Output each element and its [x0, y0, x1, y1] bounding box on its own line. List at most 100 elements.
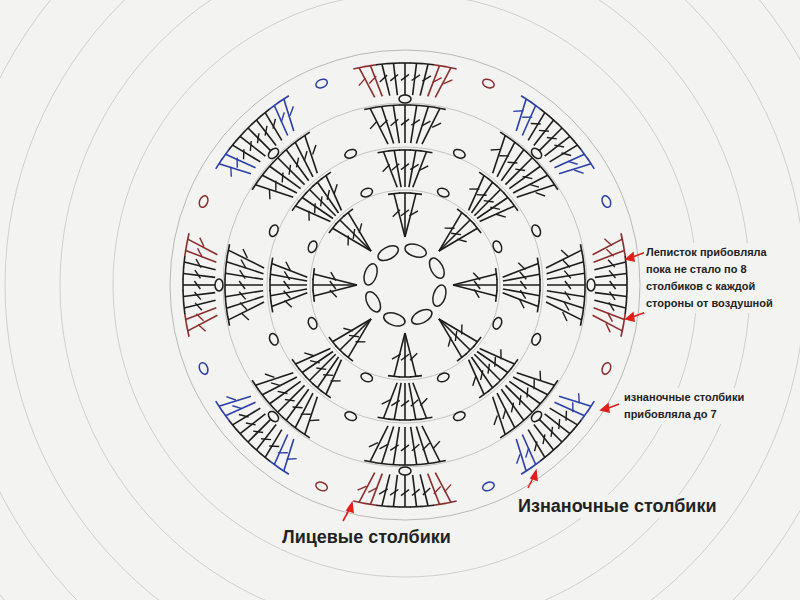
stitch-cross: [368, 488, 377, 493]
stitch-top: [282, 416, 291, 424]
stitch-top: [479, 172, 489, 179]
stitch-cross: [412, 75, 420, 81]
chain-symbol: [403, 242, 428, 260]
stitch-top: [365, 503, 377, 505]
stitch-post: [413, 152, 427, 188]
stitch-top: [336, 346, 344, 354]
stitch-cross: [519, 395, 520, 405]
stitch-top: [496, 185, 504, 193]
stitch-cross: [241, 313, 248, 320]
stitch-post: [188, 239, 218, 255]
arrow-head: [626, 253, 634, 261]
stitch-cross: [334, 184, 337, 194]
chain-symbol: [600, 361, 612, 375]
stitch-top: [376, 106, 388, 108]
stitch-cross: [535, 441, 537, 451]
chain-symbol: [426, 256, 447, 281]
stitch-post: [272, 263, 308, 277]
stitch-top: [399, 376, 411, 378]
stitch-cross: [445, 484, 452, 492]
stitch-top: [544, 171, 551, 181]
stitch-post: [404, 193, 406, 237]
stitch-top: [269, 268, 272, 280]
stitch-top: [566, 429, 574, 438]
stitch-top: [488, 384, 497, 392]
stitch-cross: [494, 416, 497, 425]
stitch-post: [262, 377, 297, 395]
stitch-top: [538, 268, 541, 280]
stitch-cross: [390, 445, 398, 450]
stitch-top: [269, 102, 279, 109]
stitch-top: [269, 290, 272, 302]
stitch-cross: [401, 400, 409, 406]
stitch-post: [255, 185, 293, 198]
stitch-top: [410, 149, 422, 152]
stitch-top: [185, 314, 187, 326]
stitch-cross: [608, 313, 613, 322]
stitch-post: [265, 430, 282, 458]
stitch-top: [536, 399, 544, 408]
chain-symbol: [360, 187, 374, 199]
stitch-top: [353, 67, 365, 69]
stitch-top: [583, 256, 585, 268]
chain-symbol: [399, 467, 411, 475]
stitch-top: [434, 503, 446, 505]
stitch-post: [547, 284, 585, 286]
stitch-top: [184, 256, 185, 268]
stitch-top: [421, 417, 433, 419]
stitch-cross: [507, 161, 517, 163]
stitch-cross: [265, 126, 267, 136]
stitch-cross: [261, 438, 271, 440]
stitch-cross: [536, 193, 545, 196]
stitch-cross: [565, 281, 571, 289]
stitch-top: [185, 245, 187, 257]
stitch-cross: [451, 233, 461, 234]
stitch-top: [488, 178, 497, 186]
stitch-cross: [316, 368, 326, 369]
stitch-top: [511, 359, 518, 369]
stitch-top: [521, 468, 531, 475]
stitch-cross: [554, 145, 564, 147]
stitch-top: [510, 424, 520, 431]
stitch-top: [182, 291, 184, 303]
stitch-cross: [401, 164, 409, 170]
arrow-head: [347, 503, 353, 512]
stitch-cross: [290, 106, 293, 115]
stitch-post: [314, 285, 357, 296]
stitch-post: [226, 402, 256, 415]
stitch-top: [387, 62, 399, 64]
stitch-cross: [500, 349, 502, 359]
stitch-cross: [243, 149, 245, 159]
stitch-cross: [609, 270, 615, 278]
stitch-cross: [522, 116, 532, 118]
stitch-top: [581, 149, 588, 159]
stitch-cross: [200, 238, 204, 247]
chain-symbol: [491, 240, 503, 254]
chain-symbol: [315, 78, 329, 90]
stitch-cross: [520, 299, 525, 308]
stitch-post: [183, 293, 215, 297]
chain-symbol: [436, 187, 450, 199]
stitch-top: [399, 104, 411, 106]
stitch-cross: [419, 166, 428, 171]
stitch-top: [182, 279, 184, 291]
stitch-label: Изнаночные столбики: [516, 495, 718, 518]
red-arrows: [343, 252, 646, 521]
stitch-top: [621, 325, 623, 337]
stitch-cross: [194, 292, 200, 300]
stitch-cross: [412, 444, 420, 451]
stitch-top: [399, 506, 411, 508]
chain-symbol: [430, 283, 448, 308]
stitch-top: [551, 180, 558, 190]
stitch-cross: [572, 402, 574, 412]
stitch-top: [313, 290, 314, 302]
stitch-cross: [539, 371, 541, 381]
stitch-post: [505, 385, 532, 412]
stitch-post: [539, 419, 562, 442]
stitch-post: [184, 300, 215, 308]
stitch-post: [404, 150, 406, 187]
stitch-cross: [390, 74, 398, 80]
stitch-post: [404, 475, 406, 507]
stitch-cross: [520, 272, 527, 279]
